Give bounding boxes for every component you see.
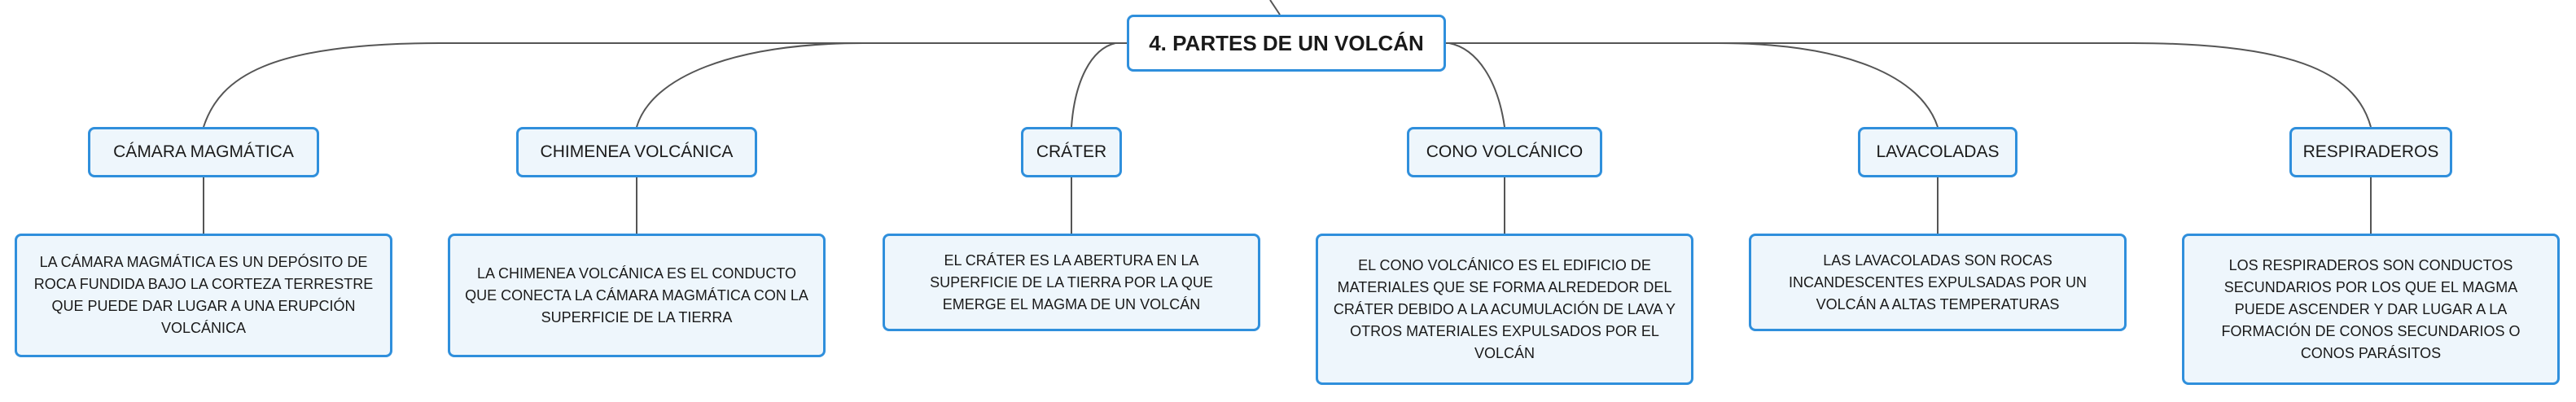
connector-respiraderos xyxy=(1446,42,2372,128)
connector-crater xyxy=(1071,42,1127,128)
topic-lavacoladas[interactable]: LAVACOLADAS xyxy=(1858,127,2017,177)
topic-cono-volcanico[interactable]: CONO VOLCÁNICO xyxy=(1407,127,1602,177)
topic-crater[interactable]: CRÁTER xyxy=(1021,127,1122,177)
connector-lavacoladas xyxy=(1446,42,1939,128)
root-topic[interactable]: 4. PARTES DE UN VOLCÁN xyxy=(1127,15,1446,72)
parent-connector xyxy=(1269,0,1281,15)
connector-chimenea xyxy=(636,42,1127,128)
topic-camara-magmatica[interactable]: CÁMARA MAGMÁTICA xyxy=(88,127,319,177)
topic-chimenea-volcanica[interactable]: CHIMENEA VOLCÁNICA xyxy=(516,127,757,177)
connector-camara xyxy=(203,42,1127,128)
description-cono-volcanico[interactable]: EL CONO VOLCÁNICO ES EL EDIFICIO DE MATE… xyxy=(1316,234,1693,385)
description-lavacoladas[interactable]: LAS LAVACOLADAS SON ROCAS INCANDESCENTES… xyxy=(1749,234,2127,331)
topic-respiraderos[interactable]: RESPIRADEROS xyxy=(2289,127,2452,177)
description-camara-magmatica[interactable]: LA CÁMARA MAGMÁTICA ES UN DEPÓSITO DE RO… xyxy=(15,234,392,357)
description-respiraderos[interactable]: LOS RESPIRADEROS SON CONDUCTOS SECUNDARI… xyxy=(2182,234,2560,385)
connector-cono xyxy=(1446,42,1505,128)
description-chimenea-volcanica[interactable]: LA CHIMENEA VOLCÁNICA ES EL CONDUCTO QUE… xyxy=(448,234,826,357)
description-crater[interactable]: EL CRÁTER ES LA ABERTURA EN LA SUPERFICI… xyxy=(883,234,1260,331)
